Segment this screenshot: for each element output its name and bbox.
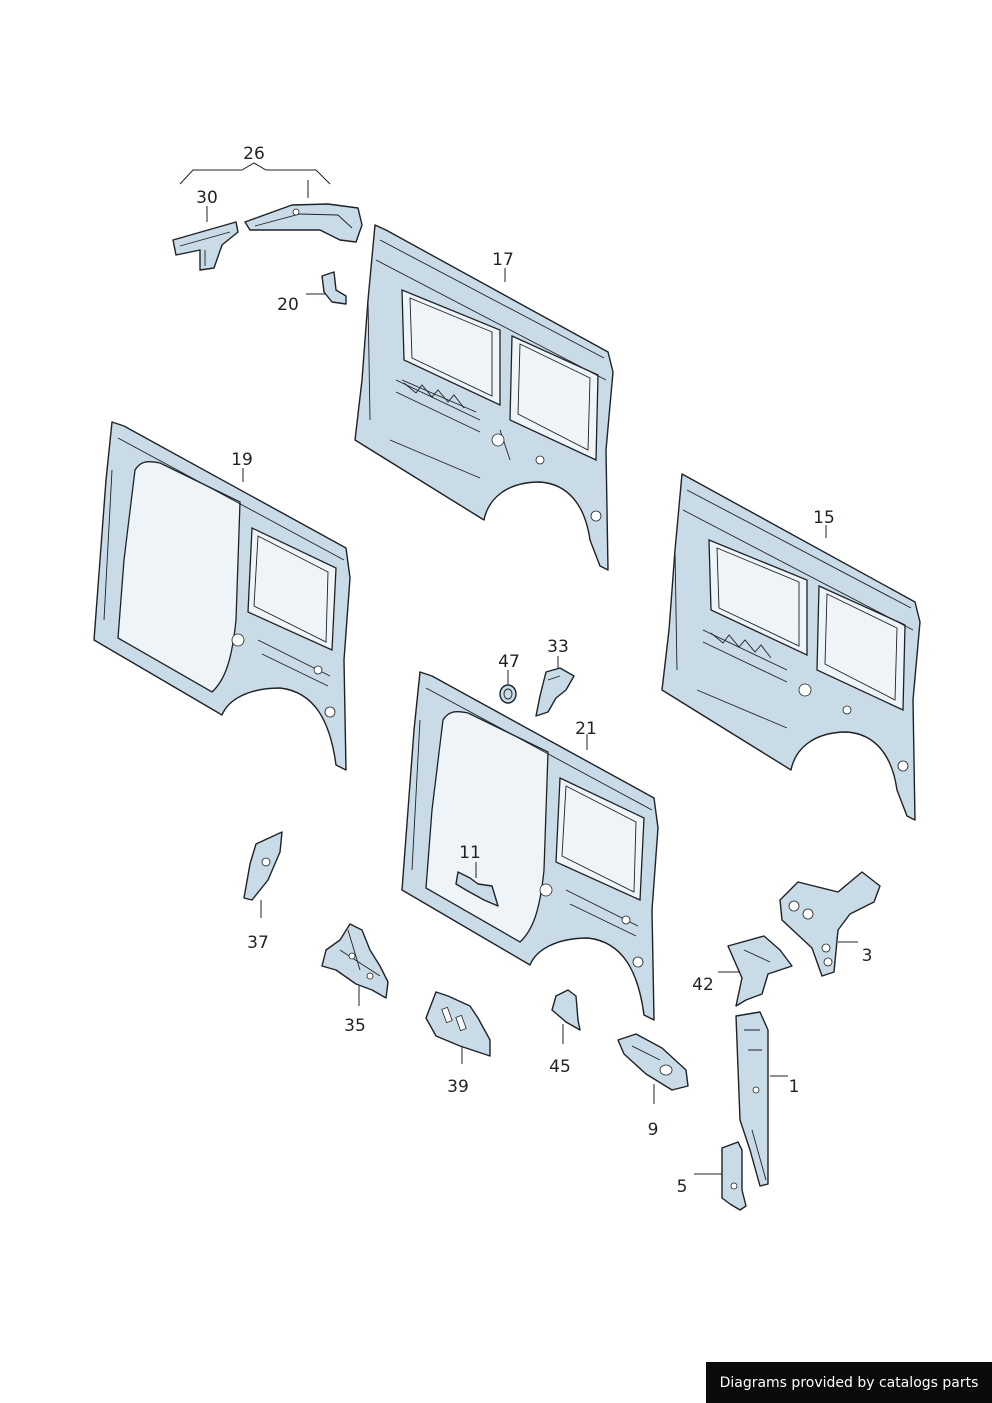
part-3-reinforcement [779,871,881,977]
callout-37: 37 [247,933,269,953]
callout-33: 33 [547,637,569,657]
callout-39: 39 [447,1077,469,1097]
part-26-roof-rail [244,203,363,243]
callout-19: 19 [231,450,253,470]
footer-credit-banner: Diagrams provided by catalogs parts [706,1362,992,1403]
callout-9: 9 [648,1120,659,1140]
part-21-side-panel [401,671,659,1021]
callout-1: 1 [789,1077,800,1097]
part-45-clip [551,989,581,1031]
part-20-clip [321,271,347,305]
callout-17: 17 [492,250,514,270]
callout-15: 15 [813,508,835,528]
callout-labels: 26 30 20 17 19 15 33 47 21 11 37 3 42 35… [196,144,872,1197]
part-33-bracket [535,667,575,717]
footer-text: Diagrams provided by catalogs parts [719,1374,979,1391]
callout-26: 26 [243,144,265,164]
part-39-bracket [425,991,491,1057]
part-11-bracket [455,871,499,907]
part-30-bracket [172,221,239,271]
part-42-bracket [727,935,793,1007]
part-47-grommet [499,684,517,704]
part-1-pillar [735,1011,769,1187]
callout-21: 21 [575,719,597,739]
part-5-bracket [721,1141,747,1211]
callout-11: 11 [459,843,481,863]
callout-5: 5 [677,1177,688,1197]
part-9-bracket [617,1033,689,1091]
part-19-side-panel [93,421,351,771]
part-37-plate [243,831,283,901]
leader-lines [179,162,858,1175]
part-17-side-panel [354,224,614,571]
callout-42: 42 [692,975,714,995]
callout-47: 47 [498,652,520,672]
callout-20: 20 [277,295,299,315]
part-35-reinforcement [321,923,389,999]
callout-30: 30 [196,188,218,208]
callout-35: 35 [344,1016,366,1036]
callout-3: 3 [862,946,873,966]
part-15-side-panel [661,473,921,821]
callout-45: 45 [549,1057,571,1077]
